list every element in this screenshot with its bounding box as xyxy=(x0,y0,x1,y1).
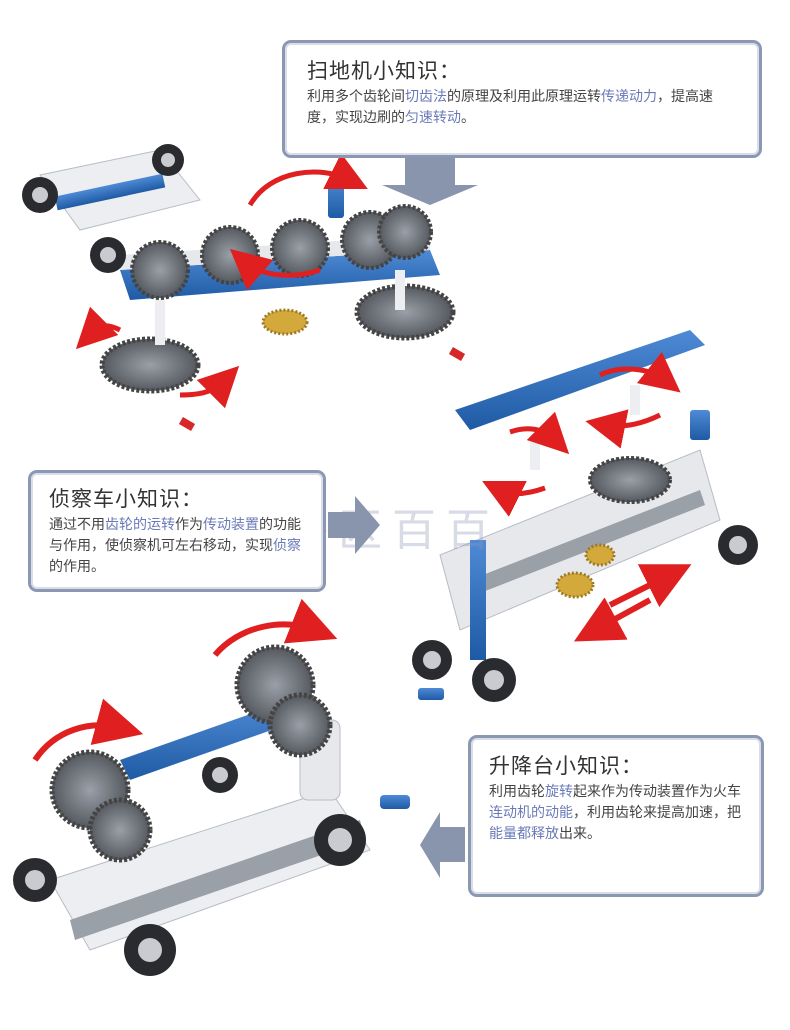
wheel xyxy=(13,858,57,902)
sweeper-body: 利用多个齿轮间切齿法的原理及利用此原理运转传递动力，提高速度，实现边刷的匀速转动… xyxy=(307,87,737,129)
lift-body: 利用齿轮旋转起来作为传动装置作为火车连动机的动能，利用齿轮来提高加速，把能量都释… xyxy=(489,782,743,845)
text-segment: 通过不用 xyxy=(49,517,105,533)
highlight-segment: 连动机的动能 xyxy=(489,805,573,821)
highlight-segment: 传递动力 xyxy=(601,89,657,105)
lift-title: 升降台小知识： xyxy=(489,754,643,778)
text-segment: 利用齿轮 xyxy=(489,784,545,800)
text-segment: 起来作为传动装置作为火车 xyxy=(573,784,741,800)
gear xyxy=(99,336,201,394)
wheel xyxy=(152,144,184,176)
highlight-segment: 旋转 xyxy=(545,784,573,800)
text-segment: 的作用。 xyxy=(49,559,105,575)
sweeper-title: 扫地机小知识： xyxy=(307,59,461,83)
highlight-segment: 侦察 xyxy=(273,538,301,554)
text-segment: 出来。 xyxy=(559,826,601,842)
gear xyxy=(555,571,595,599)
gear xyxy=(588,456,672,504)
lift-model xyxy=(13,598,410,976)
highlight-segment: 传动装置 xyxy=(203,517,259,533)
highlight-segment: 匀速转动 xyxy=(405,110,461,126)
scout-model xyxy=(412,330,758,702)
gear xyxy=(261,308,309,336)
wheel xyxy=(202,757,238,793)
text-segment: 。 xyxy=(461,110,475,126)
pointer-arrow-down xyxy=(382,155,478,205)
text-segment: 利用多个齿轮间 xyxy=(307,89,405,105)
wheel xyxy=(22,177,58,213)
text-segment: 作为 xyxy=(175,517,203,533)
pointer-arrow-left xyxy=(420,812,465,878)
gear xyxy=(377,204,433,260)
sweeper-model xyxy=(22,144,466,431)
gear xyxy=(87,797,153,863)
sweeper-info-box: 扫地机小知识： 利用多个齿轮间切齿法的原理及利用此原理运转传递动力，提高速度，实… xyxy=(282,40,762,158)
wheel xyxy=(124,924,176,976)
gear xyxy=(270,218,330,278)
text-segment: ，提高速度，实现边刷的 xyxy=(307,89,713,126)
gear xyxy=(200,225,260,285)
scout-body: 通过不用齿轮的运转作为传动装置的功能与作用，使侦察机可左右移动，实现侦察的作用。 xyxy=(49,515,305,578)
wheel xyxy=(412,640,452,680)
pointer-arrow-right xyxy=(328,496,380,554)
highlight-segment: 能量都释放 xyxy=(489,826,559,842)
text-segment: 的原理及利用此原理运转 xyxy=(447,89,601,105)
highlight-segment: 切齿法 xyxy=(405,89,447,105)
scout-info-box: 侦察车小知识： 通过不用齿轮的运转作为传动装置的功能与作用，使侦察机可左右移动，… xyxy=(28,470,326,592)
text-segment: ，利用齿轮来提高加速，把 xyxy=(573,805,741,821)
wheel xyxy=(90,237,126,273)
lift-info-box: 升降台小知识： 利用齿轮旋转起来作为传动装置作为火车连动机的动能，利用齿轮来提高… xyxy=(468,735,764,897)
highlight-segment: 齿轮的运转 xyxy=(105,517,175,533)
gear xyxy=(584,543,616,567)
wheel xyxy=(314,814,366,866)
wheel xyxy=(472,658,516,702)
scout-title: 侦察车小知识： xyxy=(49,487,203,511)
gear xyxy=(130,240,190,300)
text-segment: 的功能与作用，使侦察机可左右移动，实现 xyxy=(49,517,301,554)
gear xyxy=(267,692,333,758)
wheel xyxy=(718,525,758,565)
